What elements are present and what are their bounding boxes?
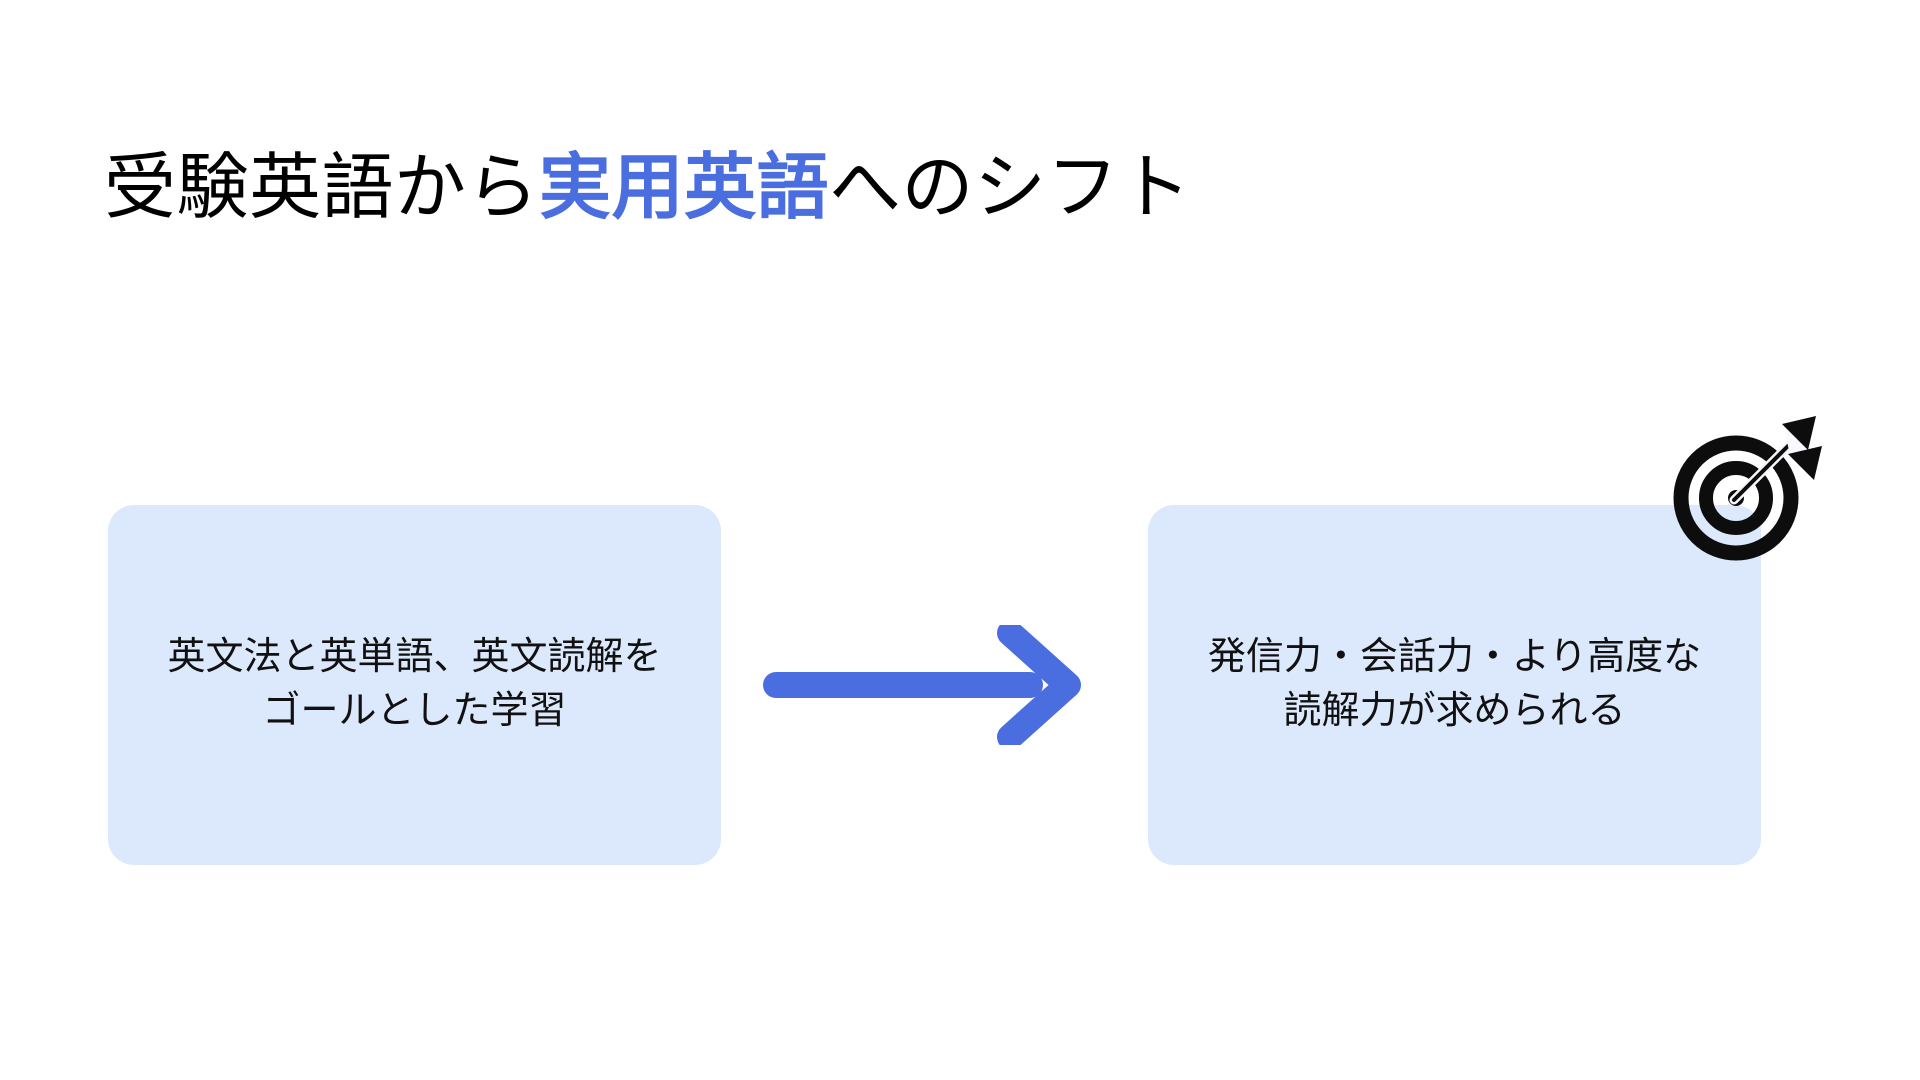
title-highlight-text: 実用英語 [539,148,830,228]
card-before: 英文法と英単語、英文読解を ゴールとした学習 [108,505,721,865]
page-title: 受験英語から実用英語へのシフト [104,152,1192,224]
title-trail-text: へのシフト [829,148,1192,228]
title-lead-text: 受験英語から [104,148,540,228]
card-before-text: 英文法と英単語、英文読解を ゴールとした学習 [167,636,662,732]
card-after-text: 発信力・会話力・より高度な 読解力が求められる [1207,636,1702,732]
target-dartboard-icon [1672,412,1822,562]
right-arrow-icon [762,620,1110,750]
card-after: 発信力・会話力・より高度な 読解力が求められる [1148,505,1761,865]
